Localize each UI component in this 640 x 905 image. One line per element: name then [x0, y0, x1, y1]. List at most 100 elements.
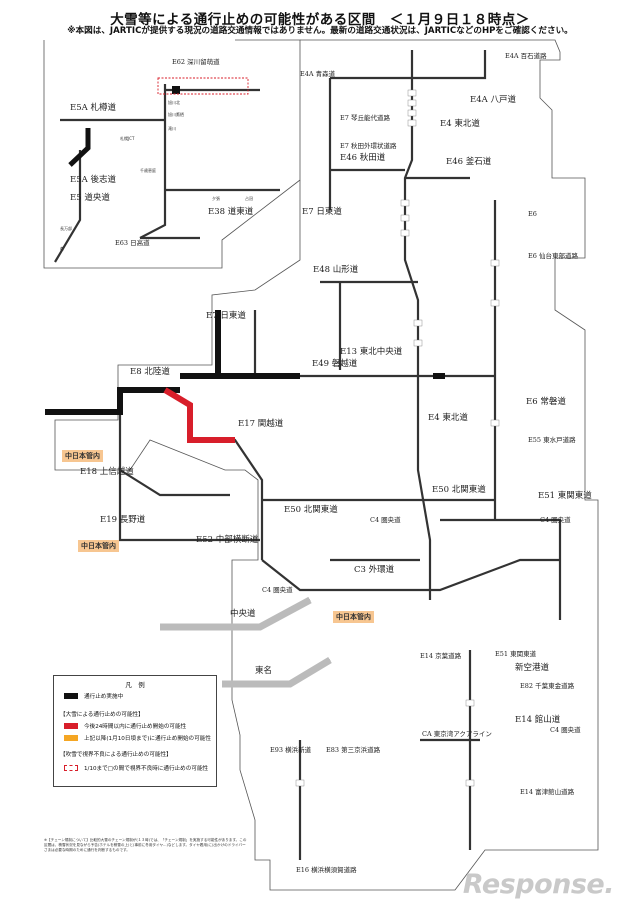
ic-box — [408, 90, 416, 96]
legend-snow-section: 【大雪による通行止めの可能性】 — [60, 710, 144, 718]
route-label: E52 中部横断道 — [196, 534, 259, 545]
ic-box — [401, 215, 409, 221]
hokkaido-closed-marker — [172, 86, 180, 94]
response-logo-watermark: Response. — [463, 869, 614, 900]
route-label: E93 横浜新道 — [270, 745, 312, 754]
route-label: C3 外環道 — [354, 564, 395, 575]
route-label: E48 山形道 — [313, 264, 359, 275]
route-label: E5A 後志道 — [70, 174, 116, 185]
hokkaido-closed-segment — [70, 128, 88, 165]
route-label: E8 北陸道 — [130, 366, 170, 377]
route-label: E6 — [528, 210, 537, 218]
route-label: E63 日高道 — [115, 238, 150, 247]
ic-box — [491, 260, 499, 266]
interchange-boxes — [296, 90, 499, 786]
route-label: E18 上信越道 — [80, 466, 134, 477]
ic-box — [408, 120, 416, 126]
e4-tohoku-lower — [418, 375, 430, 600]
legend-closed-swatch — [64, 693, 78, 699]
route-label: E38 道東道 — [208, 206, 254, 217]
route-label: E62 深川留萌道 — [172, 57, 220, 66]
ic-box — [296, 780, 304, 786]
closed-segments — [45, 310, 445, 412]
e4-tohoku-upper — [405, 50, 418, 375]
route-label: E51 東関東道 — [538, 490, 592, 501]
route-label: E14 京葉道路 — [420, 651, 462, 660]
route-label: E4A 青森道 — [300, 69, 336, 78]
legend-likely-swatch — [64, 723, 78, 729]
route-label: E7 琴丘能代道路 — [340, 113, 390, 122]
svg-text:滝川: 滝川 — [168, 125, 176, 131]
route-label: E49 磐越道 — [312, 358, 358, 369]
route-label: E4A 八戸道 — [470, 94, 516, 105]
route-label: E4A 百石道路 — [505, 51, 547, 60]
svg-text:旭川鷹栖: 旭川鷹栖 — [168, 111, 184, 117]
ic-box — [466, 780, 474, 786]
legend-likely-label: 今後24時間以内に通行止め開始の可能性 — [84, 722, 186, 730]
region-badge-central-japan: 中日本管内 — [62, 450, 103, 462]
route-label: E16 横浜横須賀道路 — [296, 865, 357, 874]
closed-e8-west — [45, 390, 180, 412]
route-label: C4 圏央道 — [550, 725, 581, 734]
route-label: E83 第三京浜道路 — [326, 745, 381, 754]
route-label: E14 富津館山道路 — [520, 787, 575, 796]
route-label: E51 東関東道 — [495, 649, 537, 658]
ic-box — [401, 230, 409, 236]
ic-box — [491, 420, 499, 426]
e8-hokuriku — [45, 390, 180, 412]
e18-joshinetsu — [120, 412, 230, 495]
region-badge-central-japan: 中日本管内 — [333, 611, 374, 623]
route-label: E13 東北中央道 — [340, 346, 403, 357]
route-label: E14 館山道 — [515, 714, 561, 725]
route-label: C4 圏央道 — [370, 515, 401, 524]
legend-possible-swatch — [64, 735, 78, 741]
likely-e17-kanetsu — [165, 390, 235, 440]
ic-box — [408, 110, 416, 116]
route-label: E4 東北道 — [440, 118, 480, 129]
region-label-tomei: 東名 — [255, 665, 272, 676]
hokkaido-visibility-box — [158, 78, 248, 94]
tomei-grey — [222, 660, 330, 684]
route-label: E17 関越道 — [238, 418, 284, 429]
route-label: E50 北関東道 — [284, 504, 338, 515]
chain-regulation-note: ※【チェーン規制について】比較的大雪のチェーン規制が(１３時)では、「チェーン規… — [44, 838, 249, 853]
svg-text:夕張: 夕張 — [212, 195, 220, 201]
c4-kenodo — [262, 560, 560, 590]
svg-text:旭川北: 旭川北 — [168, 99, 180, 105]
route-label: E7 日東道 — [206, 310, 246, 321]
ic-box — [414, 340, 422, 346]
ic-box — [414, 320, 422, 326]
route-label: E6 常磐道 — [526, 396, 566, 407]
legend-wind-section: 【吹雪で視界不良による通行止めの可能性】 — [60, 750, 172, 758]
route-label: E50 北関東道 — [432, 484, 486, 495]
legend-box: 凡 例 通行止め実施中 【大雪による通行止めの可能性】 今後24時間以内に通行止… — [53, 675, 217, 787]
route-label: E82 千葉東金道路 — [520, 681, 575, 690]
ic-box — [466, 700, 474, 706]
route-label: C4 圏央道 — [540, 515, 571, 524]
region-badge-central-japan: 中日本管内 — [78, 540, 119, 552]
legend-closed-label: 通行止め実施中 — [84, 692, 123, 700]
route-label: E7 秋田外環状道路 — [340, 141, 397, 150]
route-label: E46 釜石道 — [446, 156, 492, 167]
legend-chain-swatch — [64, 765, 78, 771]
legend-title: 凡 例 — [54, 679, 216, 689]
route-label: E55 東水戸道路 — [528, 435, 576, 444]
e51-higashi-kanto — [440, 520, 560, 620]
route-label: E6 仙台東部道路 — [528, 251, 578, 260]
ic-box — [408, 100, 416, 106]
route-label: C4 圏央道 — [262, 585, 293, 594]
route-label: E19 長野道 — [100, 514, 146, 525]
e19-nagano — [120, 470, 160, 540]
route-label: E5A 札樽道 — [70, 102, 116, 113]
svg-text:占冠: 占冠 — [245, 195, 253, 201]
legend-possible-label: 上記以降(1月10日頃まで)に通行止め開始の可能性 — [84, 734, 211, 742]
legend-chain-label: 1/10まで□の間で視界不良時に通行止めの可能性 — [84, 764, 208, 772]
route-label: E46 秋田道 — [340, 152, 386, 163]
route-label: E4 東北道 — [428, 412, 468, 423]
svg-text:札幌JCT: 札幌JCT — [120, 135, 135, 141]
e5-douou-north — [140, 84, 165, 238]
region-labels: 中央道 東名 — [230, 608, 272, 676]
region-label-chuo: 中央道 — [230, 608, 256, 619]
svg-text:森: 森 — [60, 245, 64, 251]
svg-text:長万部: 長万部 — [60, 225, 72, 231]
